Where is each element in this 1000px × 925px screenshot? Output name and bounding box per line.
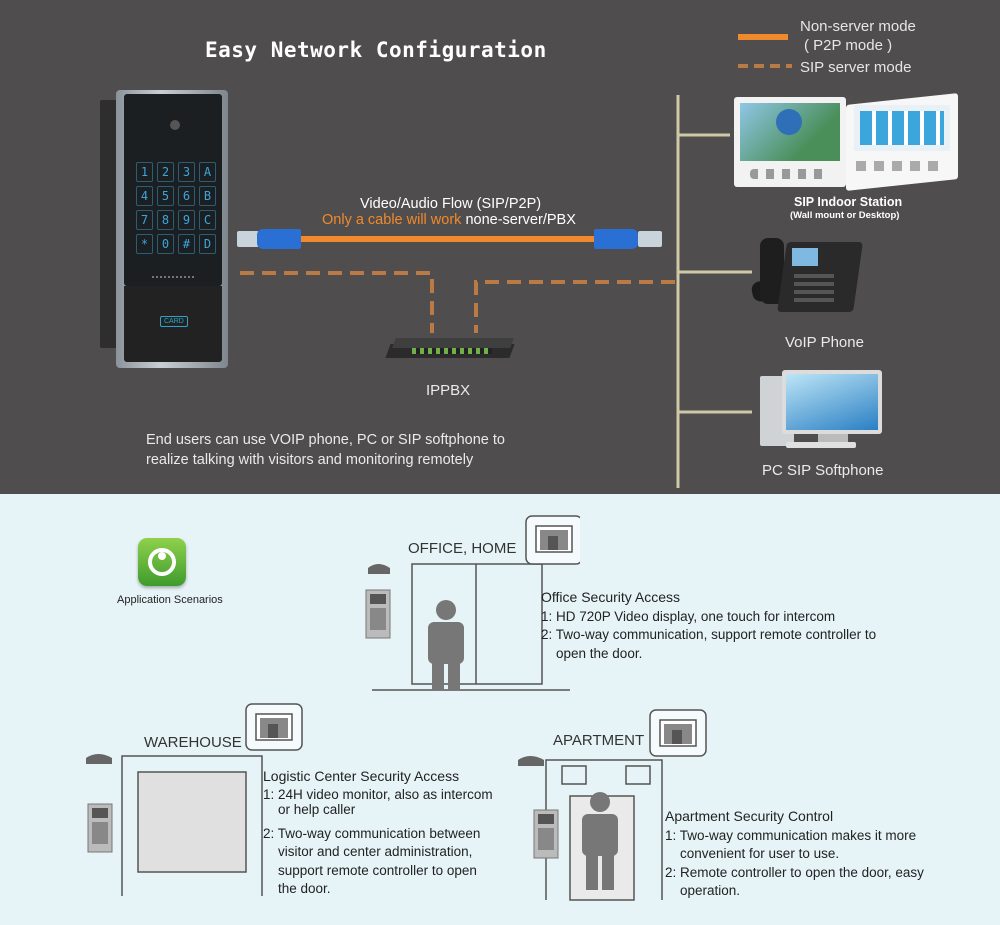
- keypad-key: A: [199, 162, 216, 182]
- office-text: Office Security Access 1: HD 720P Video …: [541, 588, 891, 663]
- voip-phone-label: VoIP Phone: [785, 334, 864, 351]
- ethernet-cable-left: [237, 226, 301, 252]
- warehouse-title: WAREHOUSE: [144, 734, 242, 751]
- warehouse-heading: Logistic Center Security Access: [263, 768, 460, 784]
- application-scenarios-panel: Application Scenarios OFFICE, HOME Offic…: [0, 494, 1000, 925]
- keypad-key: 2: [157, 162, 174, 182]
- apartment-item-2: 2: Remote controller to open the door, e…: [665, 864, 924, 899]
- network-config-panel: Easy Network Configuration Non-server mo…: [0, 0, 1000, 494]
- keypad-key: 4: [136, 186, 153, 206]
- warehouse-text: Logistic Center Security Access 1: 24H v…: [263, 767, 493, 899]
- apartment-title: APARTMENT: [553, 732, 645, 749]
- legend: Non-server mode ( P2P mode ) SIP server …: [738, 14, 978, 84]
- pc-image: [756, 368, 884, 452]
- keypad-key: 8: [157, 210, 174, 230]
- legend-dashed-line: [738, 64, 792, 68]
- indoor-station-sub: (Wall mount or Desktop): [790, 210, 900, 221]
- keypad-key: 1: [136, 162, 153, 182]
- keypad-key: 7: [136, 210, 153, 230]
- pc-softphone-label: PC SIP Softphone: [762, 462, 884, 479]
- ippbx-label: IPPBX: [426, 382, 471, 399]
- ethernet-cable-right: [594, 226, 662, 252]
- legend-solid-label: Non-server mode: [800, 18, 916, 35]
- keypad-key: D: [199, 234, 216, 254]
- office-item-2: 2: Two-way communication, support remote…: [541, 627, 877, 661]
- voip-phone-image: [750, 234, 863, 316]
- description-line-1: End users can use VOIP phone, PC or SIP …: [146, 432, 505, 448]
- scenarios-app-icon: [138, 538, 186, 586]
- apartment-text: Apartment Security Control 1: Two-way co…: [665, 807, 945, 901]
- keypad-key: 6: [178, 186, 195, 206]
- flow-rest: none-server/PBX: [461, 212, 576, 228]
- network-lines: [240, 95, 752, 488]
- office-heading: Office Security Access: [541, 589, 681, 605]
- office-item-1: 1: HD 720P Video display, one touch for …: [541, 608, 836, 624]
- card-reader-label: CARD: [160, 316, 188, 327]
- camera-icon: [170, 120, 180, 130]
- keypad-key: B: [199, 186, 216, 206]
- description: End users can use VOIP phone, PC or SIP …: [146, 430, 505, 470]
- warehouse-item-2: 2: Two-way communication between visitor…: [263, 825, 481, 897]
- legend-dashed-label: SIP server mode: [800, 59, 912, 76]
- scenarios-label: Application Scenarios: [117, 594, 223, 606]
- office-illustration: [365, 515, 580, 691]
- keypad-key: 9: [178, 210, 195, 230]
- flow-sublabel: Only a cable will work none-server/PBX: [322, 212, 576, 228]
- keypad-key: 5: [157, 186, 174, 206]
- keypad-key: #: [178, 234, 195, 254]
- keypad-key: 0: [157, 234, 174, 254]
- indoor-station-title: SIP Indoor Station: [794, 195, 903, 209]
- legend-solid-line: [738, 34, 788, 40]
- apartment-heading: Apartment Security Control: [665, 808, 834, 824]
- warehouse-item-1: 1: 24H video monitor, also as intercom o…: [263, 786, 493, 817]
- legend-solid-sublabel: ( P2P mode ): [804, 37, 893, 54]
- keypad-key: 3: [178, 162, 195, 182]
- indoor-station-image: [734, 93, 960, 191]
- flow-highlight: Only a cable will work: [322, 212, 462, 228]
- keypad-key: C: [199, 210, 216, 230]
- warehouse-illustration: [86, 703, 303, 896]
- office-title: OFFICE, HOME: [408, 540, 517, 557]
- apartment-illustration: [518, 709, 707, 901]
- description-line-2: realize talking with visitors and monito…: [146, 452, 474, 468]
- flow-label: Video/Audio Flow (SIP/P2P): [360, 196, 542, 212]
- page-title: Easy Network Configuration: [205, 38, 547, 62]
- keypad-key: *: [136, 234, 153, 254]
- apartment-item-1: 1: Two-way communication makes it more c…: [665, 827, 917, 862]
- ippbx-device: [385, 334, 515, 360]
